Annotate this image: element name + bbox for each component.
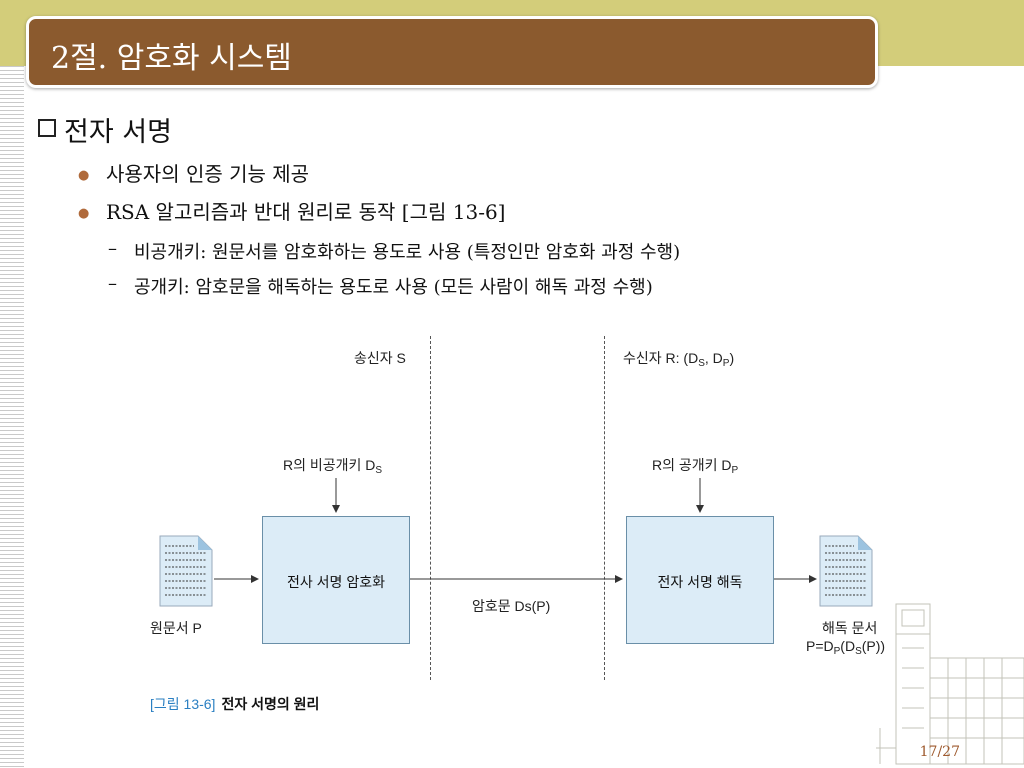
original-doc-label: 원문서 P (150, 620, 202, 636)
encrypt-box: 전사 서명 암호화 (262, 516, 410, 644)
building-illustration (876, 603, 1024, 765)
dash-bullet-icon: – (108, 238, 117, 259)
sender-label: 송신자 S (354, 350, 406, 366)
square-bullet-icon (38, 119, 56, 137)
private-key-label: R의 비공개키 DS (283, 457, 383, 476)
encrypt-box-label: 전사 서명 암호화 (287, 574, 385, 590)
section-heading: 전자 서명 (64, 117, 172, 148)
title-bar: 2절. 암호화 시스템 (26, 16, 878, 88)
public-key-label: R의 공개키 DP (652, 457, 739, 476)
dash-bullet-icon: – (108, 273, 117, 294)
decoded-formula: P=DP(DS(P)) (806, 638, 886, 657)
left-stripe-decoration (0, 66, 24, 768)
figure-caption: [그림 13-6] 전자 서명의 원리 (150, 694, 319, 714)
cipher-label: 암호문 Ds(P) (472, 598, 551, 614)
decrypt-box: 전자 서명 해독 (626, 516, 774, 644)
divider-receiver (604, 336, 605, 680)
decoded-doc-label: 해독 문서 (822, 620, 878, 636)
divider-sender (430, 336, 431, 680)
figure-title: 전자 서명의 원리 (221, 696, 320, 712)
dot-bullet-icon: ● (78, 206, 90, 221)
decrypt-box-label: 전자 서명 해독 (657, 574, 743, 590)
page-number: 17/27 (919, 744, 960, 760)
receiver-label: 수신자 R: (DS, DP) (623, 350, 735, 369)
bullet-item: RSA 알고리즘과 반대 원리로 동작 [그림 13-6] (106, 200, 506, 224)
slide-title: 2절. 암호화 시스템 (51, 41, 292, 76)
figure-number: [그림 13-6] (150, 696, 216, 712)
sub-bullet-item: 비공개키: 원문서를 암호화하는 용도로 사용 (특정인만 암호화 과정 수행) (134, 242, 681, 263)
bullet-item: 사용자의 인증 기능 제공 (106, 162, 310, 186)
dot-bullet-icon: ● (78, 168, 90, 183)
sub-bullet-item: 공개키: 암호문을 해독하는 용도로 사용 (모든 사람이 해독 과정 수행) (134, 277, 653, 298)
